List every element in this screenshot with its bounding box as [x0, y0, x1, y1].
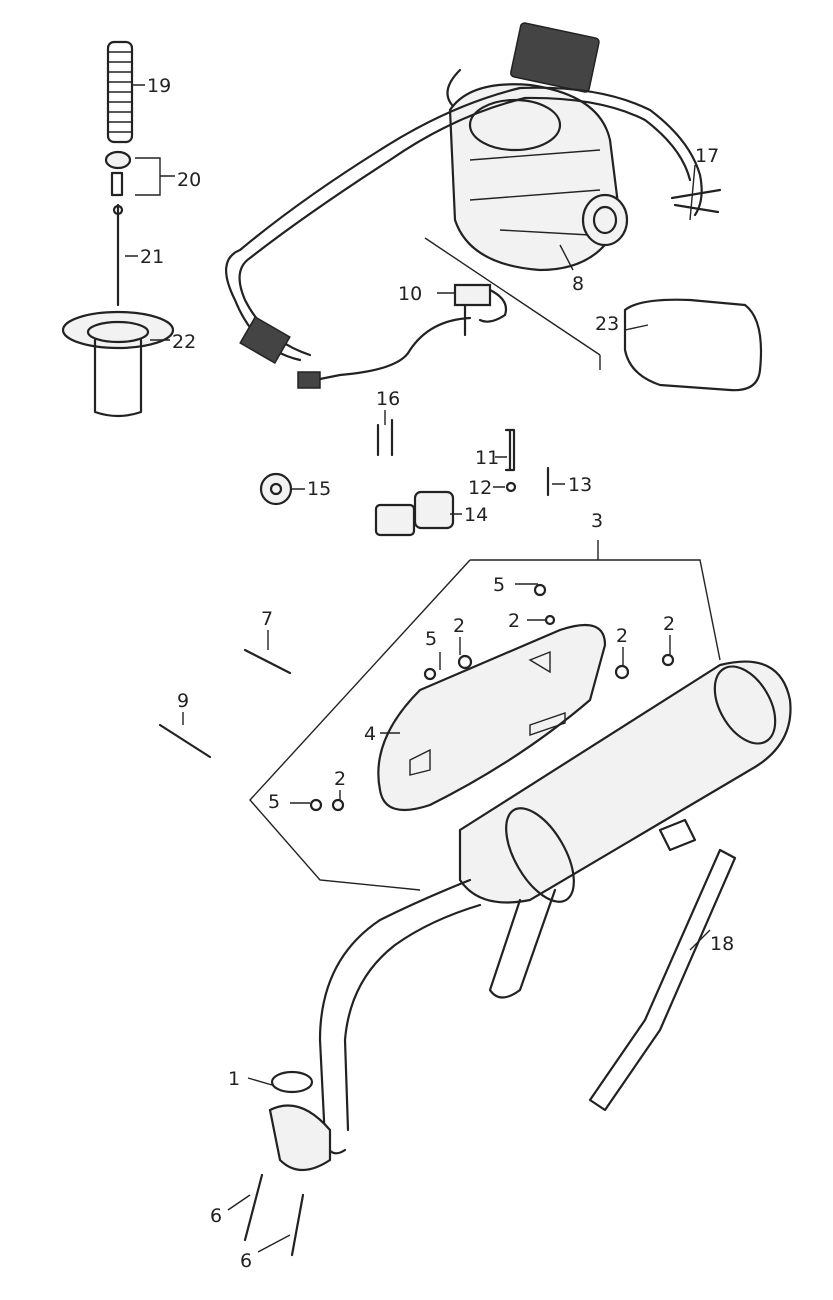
- part-12: [505, 481, 517, 493]
- callout-2-a: 2: [508, 610, 520, 632]
- callout-10: 10: [398, 283, 422, 305]
- callout-5-c: 5: [268, 791, 280, 813]
- callout-8: 8: [572, 273, 584, 295]
- callout-5-b: 5: [425, 628, 437, 650]
- callout-12: 12: [468, 477, 492, 499]
- callout-4: 4: [364, 723, 376, 745]
- callout-9: 9: [177, 690, 189, 712]
- callout-1: 1: [228, 1068, 240, 1090]
- bolt-6a: [243, 1173, 264, 1242]
- callout-13: 13: [568, 474, 592, 496]
- part-16: [376, 418, 394, 457]
- callout-5-a: 5: [493, 574, 505, 596]
- callout-21: 21: [140, 246, 164, 268]
- carburetor-part-8: [446, 22, 629, 272]
- callout-2-d: 2: [663, 613, 675, 635]
- callout-18: 18: [710, 933, 734, 955]
- callout-2-b: 2: [453, 615, 465, 637]
- callout-3: 3: [591, 510, 603, 532]
- callout-22: 22: [172, 331, 196, 353]
- callout-7: 7: [261, 608, 273, 630]
- part-11: [504, 428, 516, 472]
- callout-6-b: 6: [240, 1250, 252, 1272]
- stay-part-18: [588, 848, 737, 1112]
- leader-lines: [125, 84, 711, 1253]
- jet-needle-part-21: [112, 203, 124, 307]
- callout-17: 17: [695, 145, 719, 167]
- part-15: [259, 472, 293, 506]
- small-parts: [259, 418, 550, 537]
- diaphragm-piston-part-22: [61, 310, 175, 418]
- callout-14: 14: [464, 504, 488, 526]
- leader-bracket-8: [424, 237, 601, 370]
- callout-20: 20: [177, 169, 201, 191]
- sensor-part-10: [297, 283, 508, 389]
- bolt-6b: [290, 1193, 305, 1257]
- bolt-9: [158, 723, 212, 759]
- bolts: [158, 583, 675, 1257]
- callout-23: 23: [595, 313, 619, 335]
- group-outline-3: [249, 540, 721, 891]
- callout-15: 15: [307, 478, 331, 500]
- callout-6-a: 6: [210, 1205, 222, 1227]
- wiring-harness: [225, 86, 722, 365]
- spring-part-19: [106, 40, 134, 144]
- callout-2-c: 2: [616, 625, 628, 647]
- callout-11: 11: [475, 447, 499, 469]
- callout-2-e: 2: [334, 768, 346, 790]
- bolt-7: [243, 648, 292, 675]
- callout-16: 16: [376, 388, 400, 410]
- callout-19: 19: [147, 75, 171, 97]
- muffler: [268, 660, 792, 1172]
- needle-clip-part-20: [104, 150, 132, 197]
- part-14: [413, 490, 455, 530]
- gasket-part-23: [623, 298, 763, 392]
